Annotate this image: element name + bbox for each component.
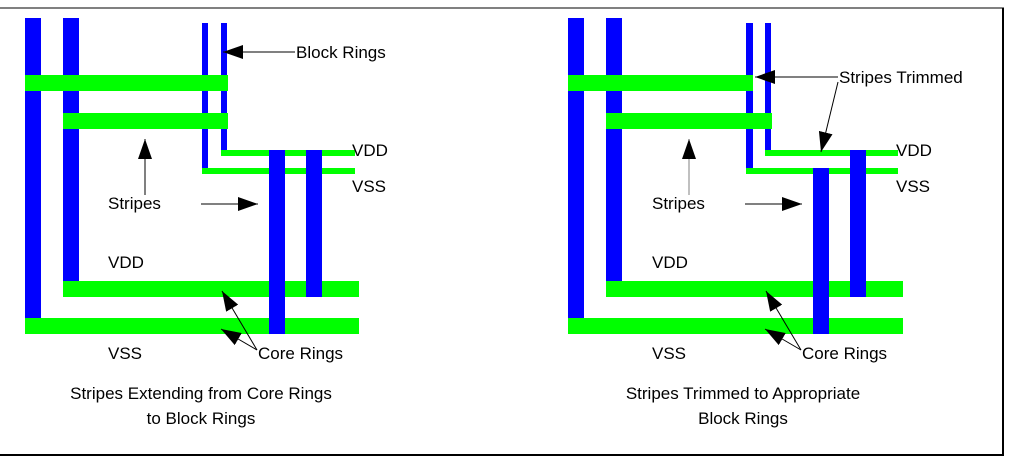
vertical-stripe-to-block-vss-trimmed [813,168,829,334]
block-ring-vss-vertical [202,23,208,174]
block-ring-vdd-vertical [765,23,771,156]
core-rings-arrow-vdd [221,290,258,351]
right-caption-line1: Stripes Trimmed to Appropriate [626,384,860,403]
left-caption-line2: to Block Rings [147,409,256,428]
stripes-trimmed-label: Stripes Trimmed [839,68,963,87]
core-ring-vss [25,318,359,334]
core-rings-arrow-vss [220,328,258,351]
stripes-trimmed-arrow-vertical [818,81,839,153]
vertical-stripe-to-block-vss [269,150,285,334]
left-panel: Block Rings VDD VSS Stripes VDD VSS Core… [25,18,388,428]
block-vss-label: VSS [352,177,386,196]
left-caption-line1: Stripes Extending from Core Rings [70,384,332,403]
stripes-label: Stripes [108,194,161,213]
vertical-stripe-vss [25,18,41,318]
core-ring-vss [568,318,903,334]
block-vss-label: VSS [896,177,930,196]
core-vdd-label: VDD [108,253,144,272]
block-vdd-label: VDD [896,141,932,160]
block-ring-vdd-horizontal [765,150,898,156]
vertical-stripe-vdd [63,18,79,281]
right-caption-line2: Block Rings [698,409,788,428]
vertical-stripe-vdd [606,18,622,281]
core-vdd-label: VDD [652,253,688,272]
horizontal-stripe-vdd-trimmed [606,113,772,129]
core-rings-arrow-vdd [765,290,802,351]
core-vss-label: VSS [108,344,142,363]
right-panel: Stripes Trimmed VDD VSS Stripes VDD VSS … [568,18,963,428]
horizontal-stripe-vss-trimmed [568,75,753,91]
core-rings-label: Core Rings [258,344,343,363]
horizontal-stripe-vdd [63,113,228,129]
core-rings-label: Core Rings [802,344,887,363]
vertical-stripe-to-block-vdd-trimmed [850,150,866,297]
horizontal-stripe-vss [25,75,228,91]
vertical-stripe-to-block-vdd [306,150,322,297]
stripes-label: Stripes [652,194,705,213]
block-ring-vss-vertical [746,23,753,174]
core-rings-arrow-vss [764,328,802,351]
core-vss-label: VSS [652,344,686,363]
block-vdd-label: VDD [352,141,388,160]
block-rings-label: Block Rings [296,43,386,62]
block-ring-vdd-horizontal [221,150,355,156]
vertical-stripe-vss [568,18,584,318]
